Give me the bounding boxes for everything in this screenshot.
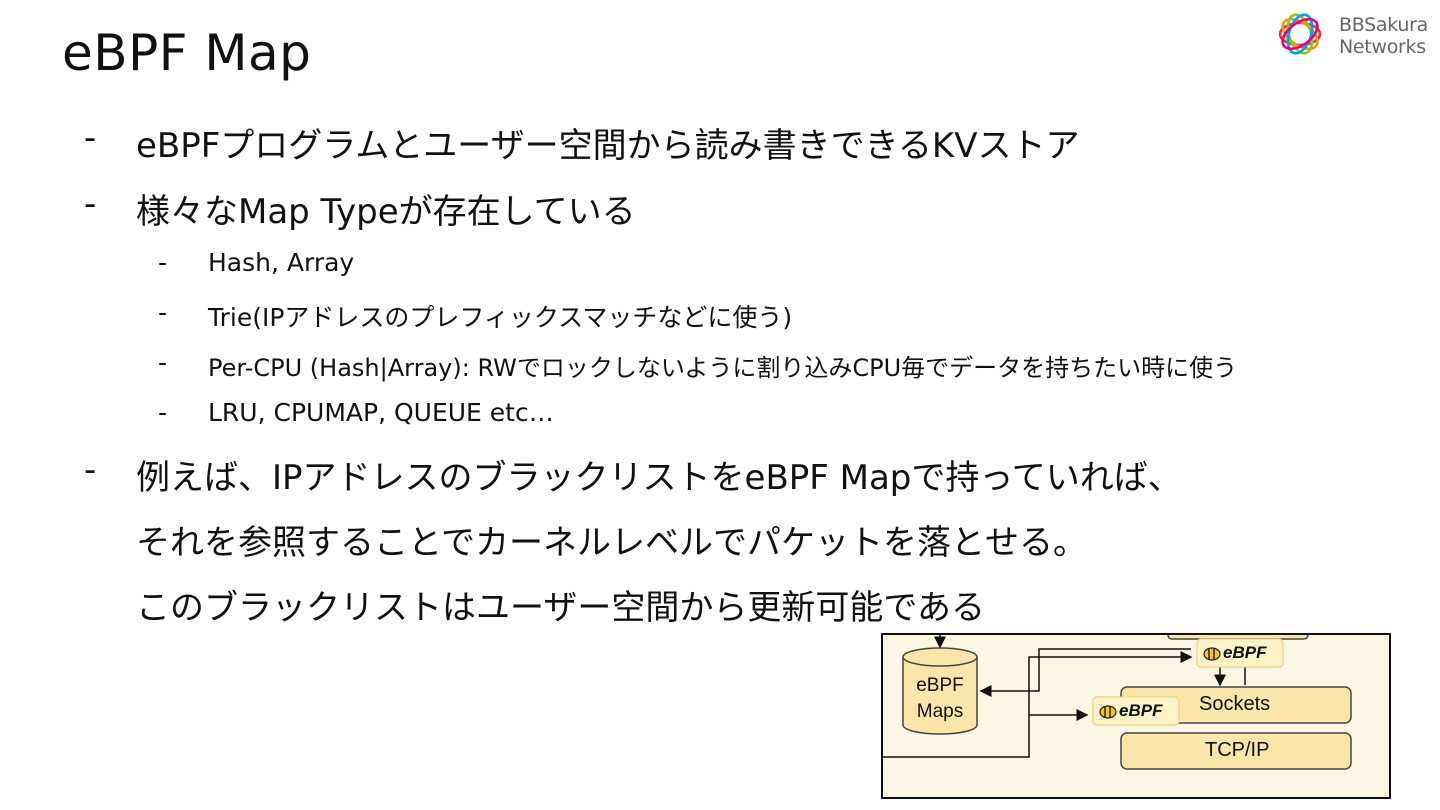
bullet-dash: - xyxy=(84,450,97,490)
bullet-dash: - xyxy=(84,118,97,158)
bullet-dash: - xyxy=(84,184,97,224)
bee-icon xyxy=(1203,647,1221,661)
sockets-label: Sockets xyxy=(1199,693,1271,715)
sub-bullet-text: Trie(IPアドレスのプレフィックスマッチなどに使う) xyxy=(208,303,793,332)
sakura-logo-icon xyxy=(1278,13,1322,55)
tcpip-box xyxy=(1120,732,1352,770)
maps-label-line-1: eBPF xyxy=(916,675,964,696)
diagram-canvas xyxy=(883,635,1352,770)
bullet-dash: - xyxy=(158,248,168,277)
bullet-dash: - xyxy=(158,298,168,327)
ebpf-architecture-diagram: eBPF Maps eBPF eBPF Sockets TCP/IP xyxy=(881,633,1391,799)
bullet-text: 様々なMap Typeが存在している xyxy=(136,192,636,232)
bullet-text: 例えば、IPアドレスのブラックリストをeBPF Mapで持っていれば、 xyxy=(136,458,1182,498)
tcpip-label: TCP/IP xyxy=(1205,739,1270,761)
logo-line-1: BBSakura xyxy=(1339,14,1428,36)
sub-bullet-text: Hash, Array xyxy=(208,248,355,277)
logo-wordmark: BBSakura Networks xyxy=(1339,14,1428,58)
ebpf-badge-top xyxy=(1196,638,1284,668)
bullet-text: eBPFプログラムとユーザー空間から読み書きできるKVストア xyxy=(136,126,1080,166)
bullet-dash: - xyxy=(158,348,168,377)
maps-label: eBPF Maps xyxy=(915,673,965,725)
bullet-continuation: このブラックリストはユーザー空間から更新可能である xyxy=(136,588,985,628)
logo-line-2: Networks xyxy=(1339,36,1426,58)
bullet-dash: - xyxy=(158,398,168,427)
sub-bullet-text: Per-CPU (Hash|Array): RWでロックしないように割り込みCP… xyxy=(208,354,1238,382)
maps-cylinder-icon xyxy=(902,647,978,735)
bee-icon xyxy=(1099,705,1117,719)
bullet-continuation: それを参照することでカーネルレベルでパケットを落とせる。 xyxy=(136,523,1087,563)
connector-line xyxy=(979,648,1191,697)
sub-bullet-text: LRU, CPUMAP, QUEUE etc… xyxy=(208,398,554,427)
slide-title: eBPF Map xyxy=(62,24,312,82)
maps-label-line-2: Maps xyxy=(916,701,964,722)
ebpf-badge-label-top: eBPF xyxy=(1223,643,1267,662)
connector-line xyxy=(883,651,1193,758)
ebpf-badge-left-overlay xyxy=(1092,696,1180,726)
ebpf-badge-label-left: eBPF xyxy=(1119,701,1163,720)
